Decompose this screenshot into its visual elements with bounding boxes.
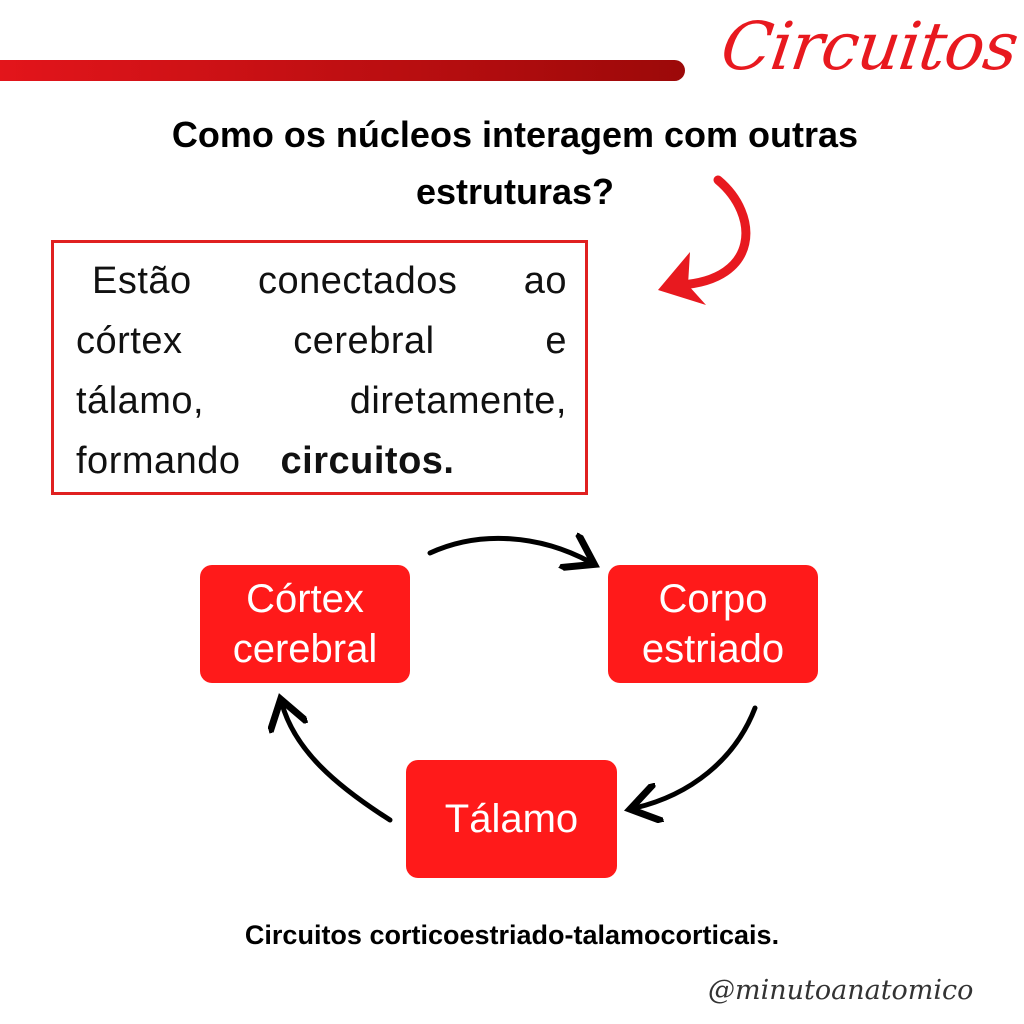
word: córtex <box>76 320 183 362</box>
answer-line: córtex cerebral e <box>76 319 567 363</box>
arrow-cortex-to-striatum <box>427 538 590 562</box>
node-label: cerebral <box>232 627 378 671</box>
word: e <box>545 320 567 362</box>
word: tálamo, <box>76 380 205 422</box>
node-cortex-cerebral: Córtex cerebral <box>200 565 410 683</box>
red-arrowhead-icon <box>658 252 706 305</box>
social-handle: @minutoanatomico <box>708 975 974 1006</box>
answer-line: formando circuitos. <box>76 439 567 483</box>
question-line-2: estruturas? <box>415 171 615 212</box>
answer-line: tálamo, diretamente, <box>76 379 567 423</box>
word: cerebral <box>293 320 435 362</box>
header-bar <box>0 60 685 81</box>
red-curved-arrow-icon <box>675 175 751 290</box>
node-label: Tálamo <box>444 797 579 841</box>
node-talamo: Tálamo <box>406 760 617 878</box>
word: ao <box>523 260 567 302</box>
node-label: estriado <box>641 627 785 671</box>
arrow-striatum-to-thalamus <box>635 705 758 808</box>
word: conectados <box>258 260 458 302</box>
question-heading: Como os núcleos interagem com outras est… <box>60 106 970 220</box>
question-line-1: Como os núcleos interagem com outras <box>171 114 859 155</box>
caption: Circuitos corticoestriado-talamocorticai… <box>244 920 780 950</box>
answer-box: Estão conectados ao córtex cerebral e tá… <box>51 240 588 495</box>
node-label: Corpo <box>658 577 768 621</box>
word: Estão <box>92 260 192 302</box>
arrow-thalamus-to-cortex <box>282 704 393 823</box>
node-label: Córtex <box>246 577 364 621</box>
emphasis-word: circuitos. <box>280 440 455 482</box>
answer-line: Estão conectados ao <box>92 259 567 303</box>
word: formando <box>76 440 241 482</box>
word: diretamente, <box>349 380 567 422</box>
node-corpo-estriado: Corpo estriado <box>608 565 818 683</box>
